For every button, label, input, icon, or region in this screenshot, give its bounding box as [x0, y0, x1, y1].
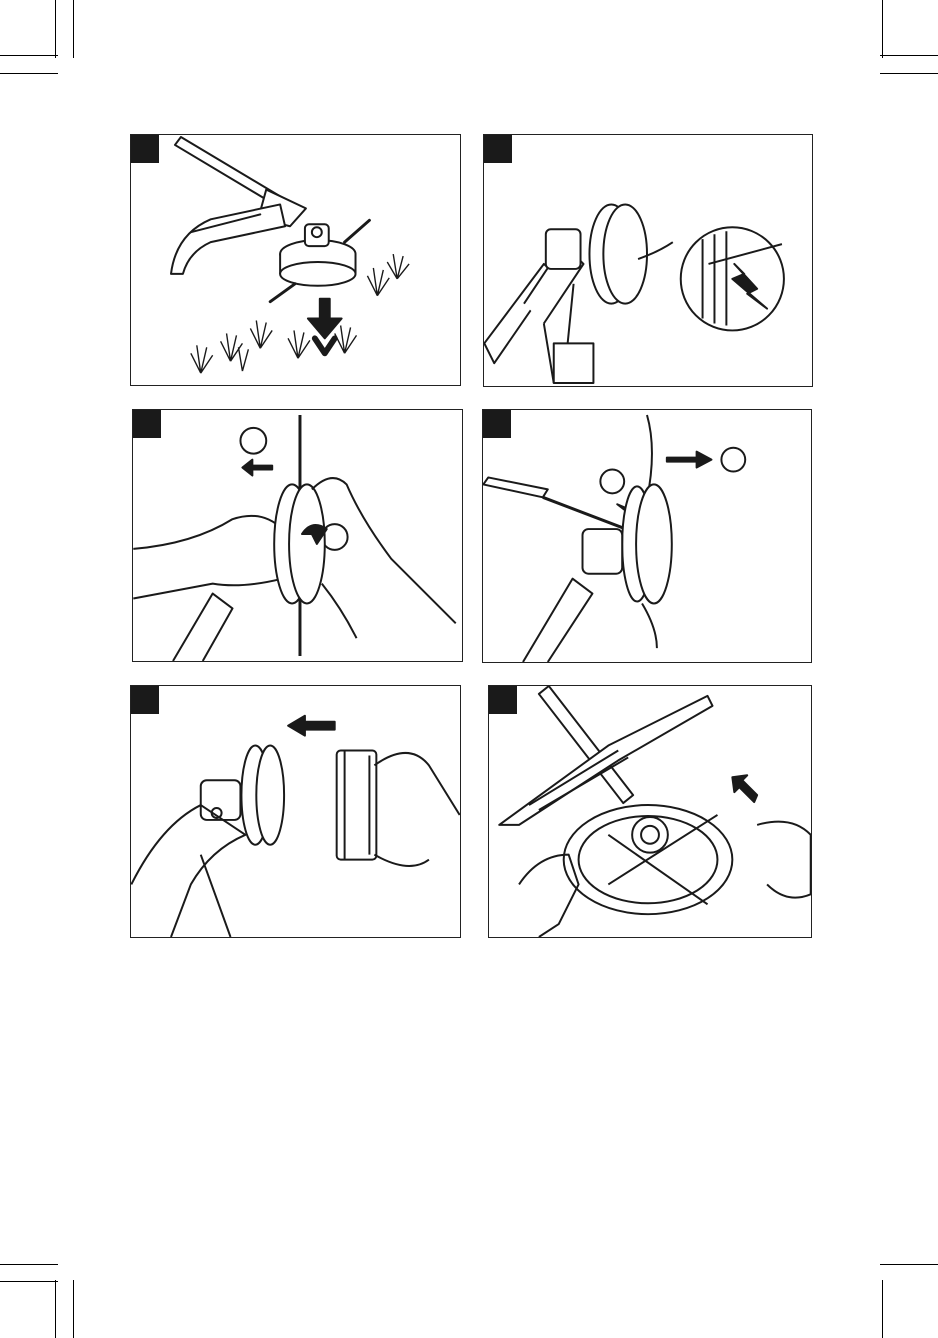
crop-mark-top-right-v [882, 0, 883, 58]
crop-mark-top-left-h2 [0, 73, 58, 74]
spool-line-eyelet-illustration [484, 135, 812, 386]
crop-mark-top-right-h2 [880, 73, 938, 74]
trimmer-cutting-grass-illustration [131, 135, 460, 385]
crop-mark-top-left-h [0, 55, 58, 56]
crop-mark-top-left-v [55, 0, 56, 58]
crop-mark-bottom-left-v [55, 1280, 56, 1338]
crop-mark-bottom-left-v2 [73, 1280, 74, 1338]
figure-panel-1 [130, 134, 461, 386]
crop-mark-top-right-h [880, 55, 938, 56]
crop-mark-bottom-right-v [882, 1280, 883, 1338]
crop-mark-bottom-right-h [880, 1264, 938, 1265]
remove-spool-cover-illustration [131, 686, 460, 937]
guard-attachment-illustration [489, 686, 811, 937]
hands-unlock-spool-illustration [133, 410, 462, 661]
figure-panel-4 [482, 409, 812, 663]
crop-mark-bottom-left-h2 [0, 1281, 58, 1282]
figure-panel-5 [130, 685, 461, 938]
screwdriver-release-illustration [483, 410, 811, 662]
figure-panel-6 [488, 685, 812, 938]
crop-mark-bottom-left-h [0, 1264, 58, 1265]
crop-mark-top-left-v2 [73, 0, 74, 58]
figure-panel-2 [483, 134, 813, 387]
figure-panel-3 [132, 409, 463, 662]
